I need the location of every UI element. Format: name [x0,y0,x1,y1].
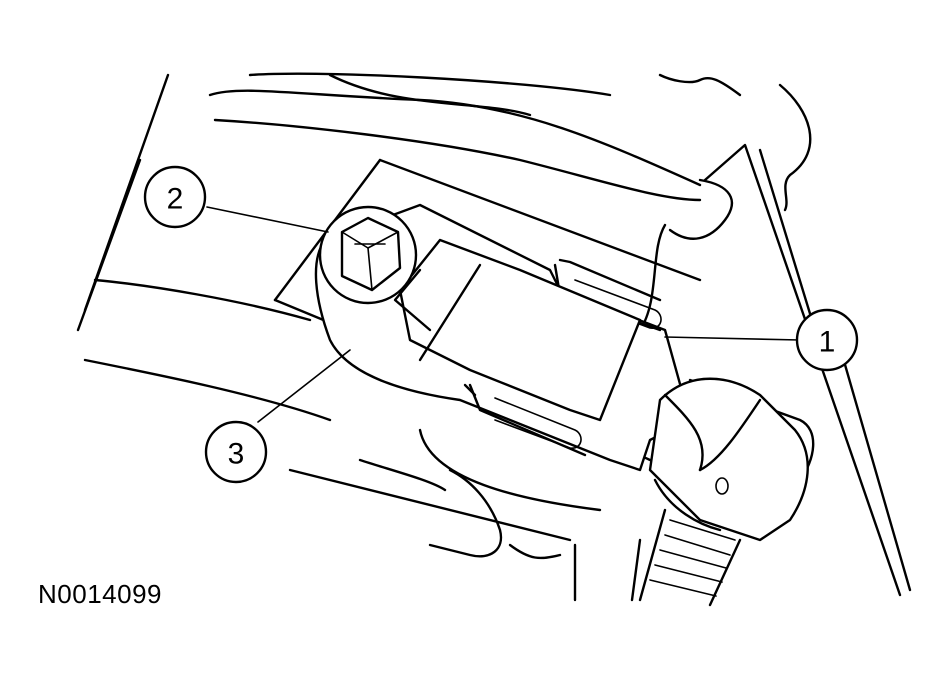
callout-label-2: 2 [167,183,184,216]
callout-3: 3 [204,420,268,484]
leader-line-2 [206,206,329,233]
electrical-connector [648,377,809,542]
figure-reference-code: N0014099 [38,579,162,609]
leader-line-1 [664,336,801,341]
leader-lines [206,206,801,423]
callout-1: 1 [795,308,859,372]
leader-line-3 [257,349,351,423]
callout-label-1: 1 [819,326,836,359]
mounting-bolt [318,205,418,305]
wiring-harness [638,508,742,607]
callout-2: 2 [143,165,207,229]
callout-label-3: 3 [228,438,245,471]
